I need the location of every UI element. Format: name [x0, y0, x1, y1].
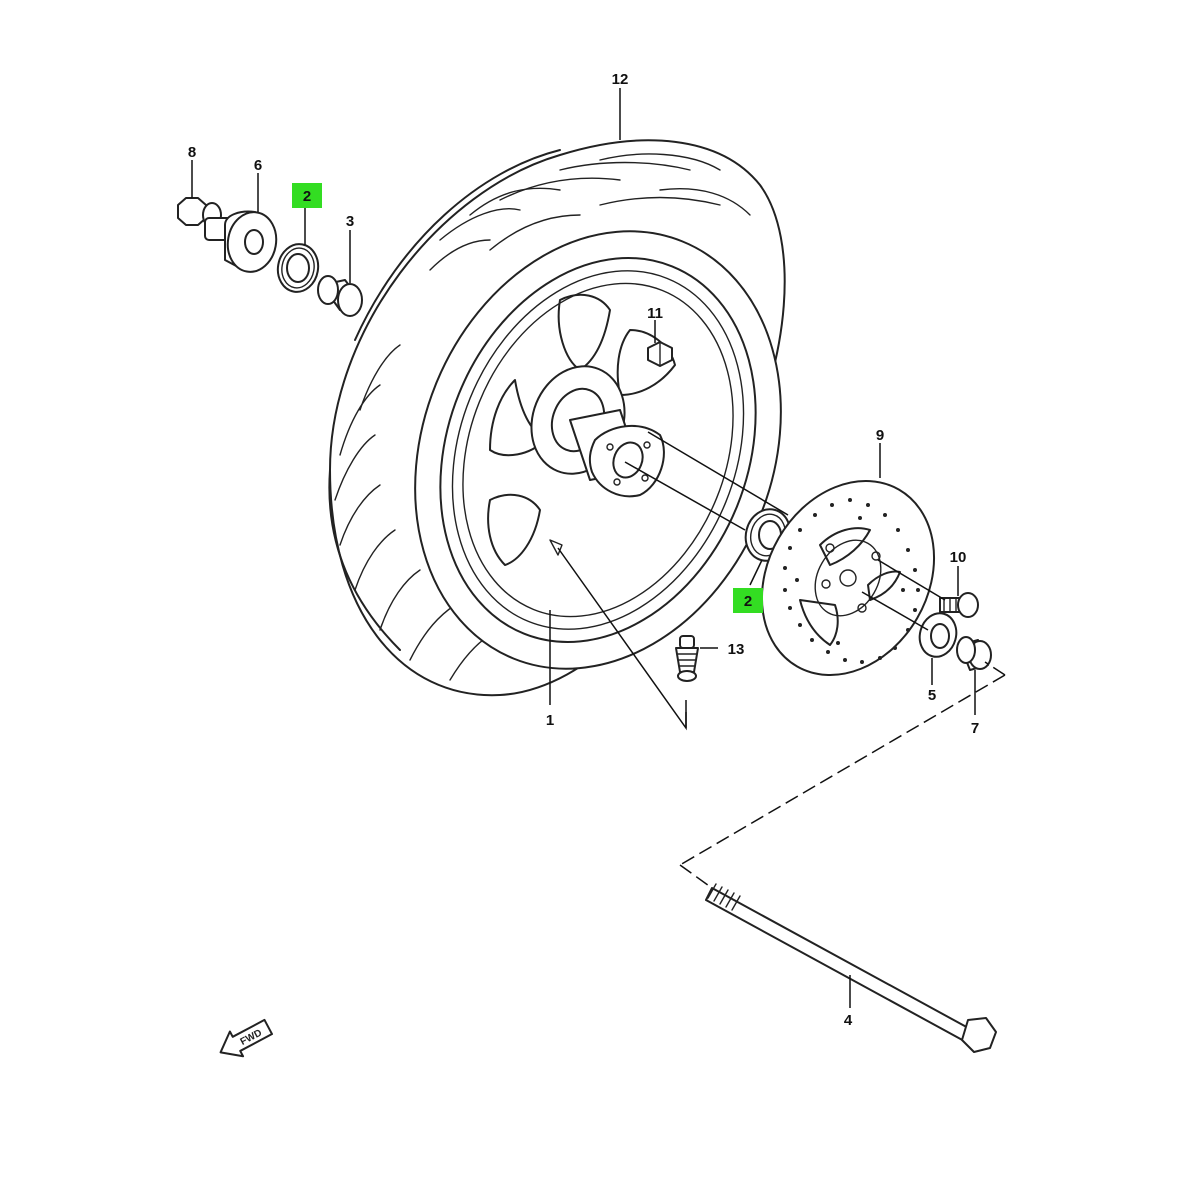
callout-10: 10	[950, 549, 967, 566]
brake-disc[interactable]	[728, 450, 969, 707]
callout-9: 9	[876, 427, 884, 444]
callout-8: 8	[188, 144, 196, 161]
callout-5: 5	[928, 687, 936, 704]
wheel-rim[interactable]	[351, 176, 844, 724]
callout-7: 7	[971, 720, 979, 737]
valve[interactable]	[675, 635, 699, 682]
callout-4: 4	[844, 1012, 853, 1029]
callout-13: 13	[728, 641, 745, 658]
gear-box-collar[interactable]	[204, 208, 281, 275]
callout-11: 11	[647, 305, 663, 322]
callout-12: 12	[612, 71, 629, 88]
axle[interactable]	[705, 883, 997, 1053]
fwd-arrow-icon: FWD	[219, 1018, 274, 1058]
bearing-left[interactable]	[274, 241, 322, 295]
callout-2-left: 2	[303, 188, 311, 205]
callout-2-highlight-right	[733, 588, 763, 613]
callout-2-right: 2	[744, 593, 752, 610]
nut[interactable]	[647, 341, 673, 367]
oil-seal[interactable]	[915, 609, 961, 661]
callout-3: 3	[346, 213, 354, 230]
spacer[interactable]	[317, 275, 363, 317]
disc-bolt[interactable]	[939, 592, 979, 618]
callouts: 12 8 6 3 11 9 10 13 5 7 1 4 2 2	[188, 71, 979, 1029]
collar[interactable]	[956, 636, 992, 671]
callout-1: 1	[546, 712, 554, 729]
callout-2-highlight-left	[292, 183, 322, 208]
leader-lines	[191, 88, 1006, 1008]
callout-6: 6	[254, 157, 262, 174]
